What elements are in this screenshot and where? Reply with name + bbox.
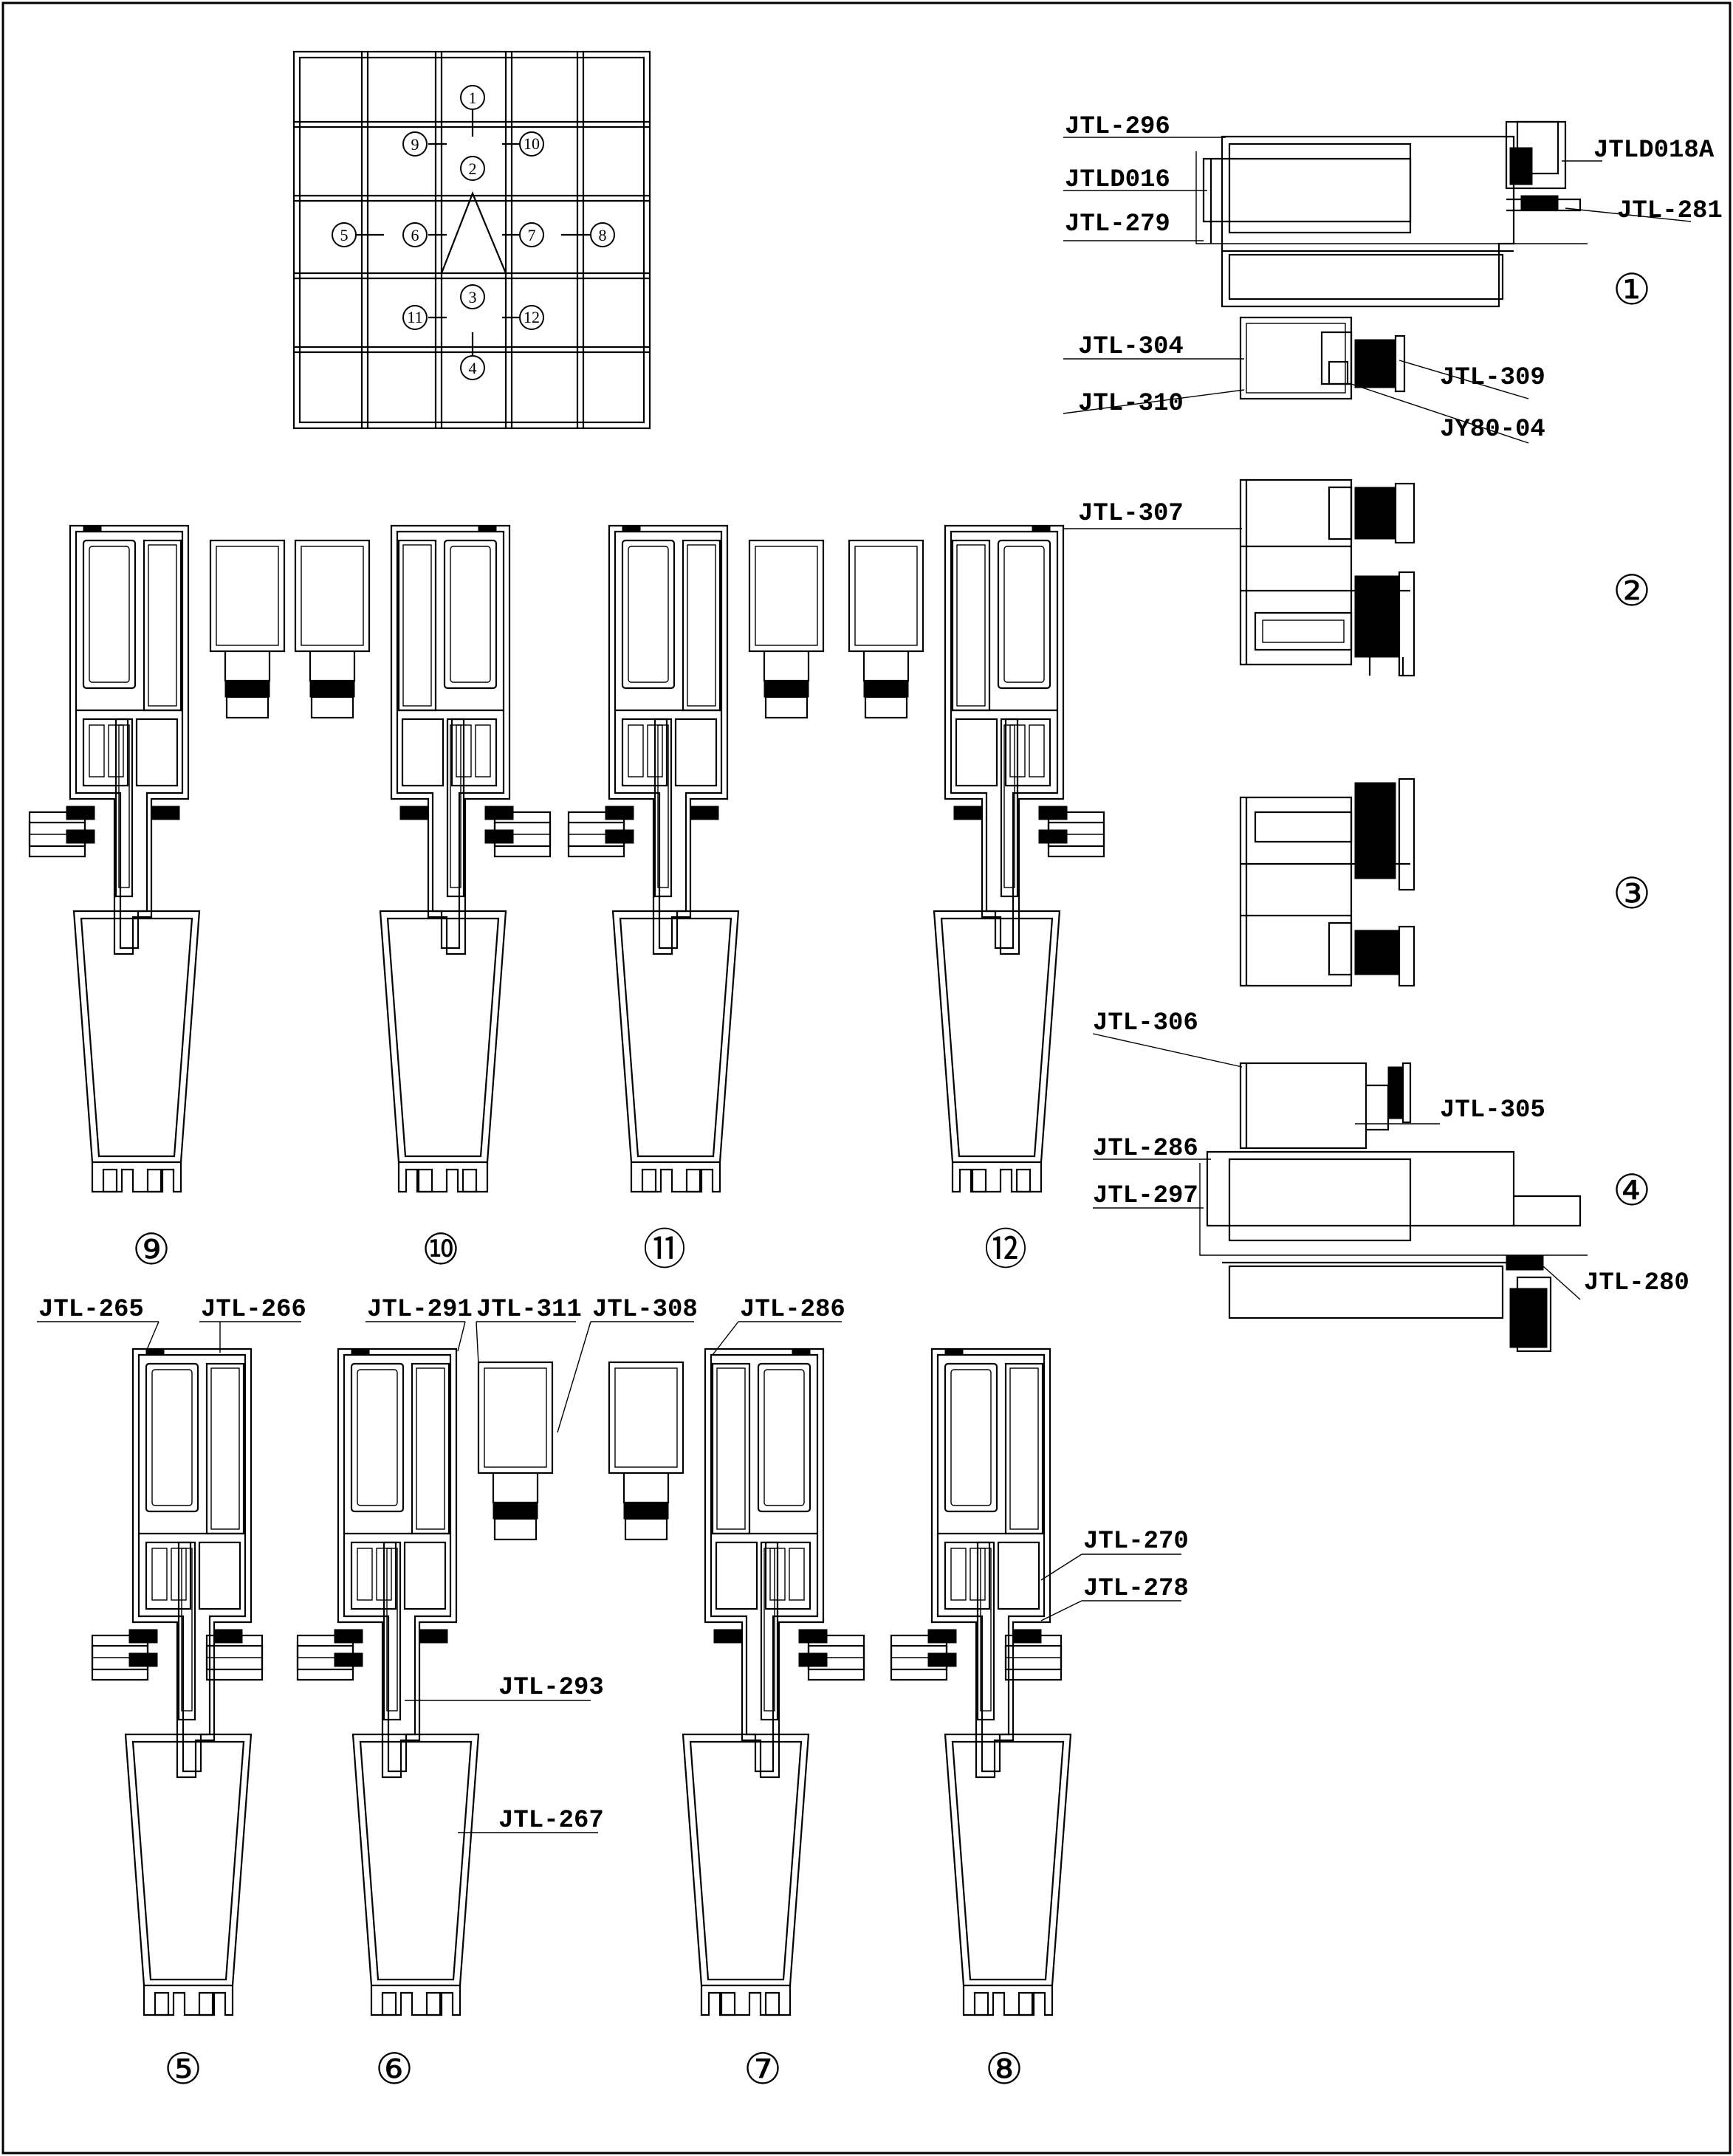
label-jy80-04: JY80-04 (1440, 416, 1545, 444)
section-5-leaders (37, 1321, 301, 1353)
section-3 (1239, 777, 1415, 987)
caption-2: ② (1613, 567, 1651, 615)
key-marker-9: 9 (402, 131, 428, 157)
label-jtl-278: JTL-278 (1083, 1575, 1189, 1603)
section-6 (296, 1348, 480, 2016)
section-7-leaders (712, 1321, 842, 1356)
label-jtl-279: JTL-279 (1065, 210, 1170, 238)
key-marker-3: 3 (460, 284, 485, 309)
label-jtl-267: JTL-267 (498, 1807, 604, 1835)
svg-text:7: 7 (528, 226, 536, 244)
section-1-leaders (1063, 137, 1692, 444)
svg-text:2: 2 (469, 159, 477, 178)
section-7 (682, 1348, 865, 2016)
label-jtl-286-lower: JTL-286 (740, 1296, 845, 1324)
key-marker-2: 2 (460, 156, 485, 181)
label-jtl-309: JTL-309 (1440, 364, 1545, 392)
key-marker-1: 1 (460, 85, 485, 110)
section-5 (91, 1348, 264, 2016)
section-4-leaders (1092, 1033, 1581, 1300)
svg-text:4: 4 (469, 359, 477, 377)
label-jtl-280: JTL-280 (1584, 1269, 1689, 1297)
svg-text:1: 1 (469, 89, 477, 107)
section-1 (1195, 120, 1588, 400)
label-jtl-286-upper: JTL-286 (1093, 1135, 1198, 1163)
key-marker-11: 11 (402, 305, 428, 330)
caption-12: ⑫ (984, 1226, 1027, 1274)
label-jtl-311: JTL-311 (476, 1296, 582, 1324)
svg-text:6: 6 (411, 226, 419, 244)
key-marker-5: 5 (332, 222, 357, 247)
svg-text:10: 10 (524, 134, 540, 153)
caption-5: ⑤ (164, 2045, 202, 2093)
caption-10: ⑩ (422, 1226, 460, 1274)
key-marker-4: 4 (460, 355, 485, 380)
label-jtl-305: JTL-305 (1440, 1096, 1545, 1125)
label-jtl-304: JTL-304 (1078, 333, 1184, 361)
key-marker-12: 12 (519, 305, 544, 330)
label-jtl-270: JTL-270 (1083, 1528, 1189, 1556)
svg-text:9: 9 (411, 135, 419, 154)
key-marker-10: 10 (519, 131, 544, 157)
caption-9: ⑨ (132, 1226, 171, 1274)
key-marker-8: 8 (590, 222, 615, 247)
caption-6: ⑥ (375, 2045, 413, 2093)
section-8-leaders (1040, 1554, 1181, 1621)
key-marker-6: 6 (402, 222, 428, 247)
caption-1: ① (1613, 266, 1651, 314)
key-marker-7: 7 (519, 222, 544, 247)
section-4 (1199, 1062, 1588, 1353)
label-jtl-307: JTL-307 (1078, 500, 1184, 528)
svg-text:5: 5 (340, 226, 349, 244)
caption-3: ③ (1613, 870, 1651, 918)
section-12 (848, 524, 1105, 1193)
label-jtld018a: JTLD018A (1593, 137, 1715, 165)
section-10 (294, 524, 552, 1193)
section-11 (567, 524, 825, 1193)
label-jtl-266: JTL-266 (201, 1296, 306, 1324)
svg-text:11: 11 (407, 308, 422, 326)
label-jtl-296: JTL-296 (1065, 113, 1170, 141)
section-2 (1239, 478, 1415, 677)
section-6-sash (477, 1361, 554, 1541)
label-jtl-297: JTL-297 (1093, 1182, 1198, 1210)
key-plan: 1 9 10 2 5 6 7 8 3 11 12 4 (292, 50, 651, 430)
label-jtl-310: JTL-310 (1078, 390, 1184, 418)
caption-8: ⑧ (985, 2045, 1023, 2093)
section-7-sash (608, 1361, 684, 1541)
label-jtl-306: JTL-306 (1093, 1009, 1198, 1037)
label-jtld016: JTLD016 (1065, 166, 1170, 194)
caption-4: ④ (1613, 1167, 1651, 1215)
svg-text:12: 12 (524, 308, 540, 326)
label-jtl-281: JTL-281 (1617, 197, 1723, 225)
caption-11: ⑪ (643, 1226, 686, 1274)
label-jtl-265: JTL-265 (38, 1296, 144, 1324)
section-6-leaders (366, 1321, 694, 1833)
svg-text:3: 3 (469, 288, 477, 306)
svg-text:8: 8 (599, 226, 607, 244)
caption-7: ⑦ (744, 2045, 782, 2093)
label-jtl-291: JTL-291 (367, 1296, 473, 1324)
label-jtl-308: JTL-308 (592, 1296, 698, 1324)
label-jtl-293: JTL-293 (498, 1674, 604, 1702)
section-8 (890, 1348, 1072, 2016)
section-9 (28, 524, 286, 1193)
